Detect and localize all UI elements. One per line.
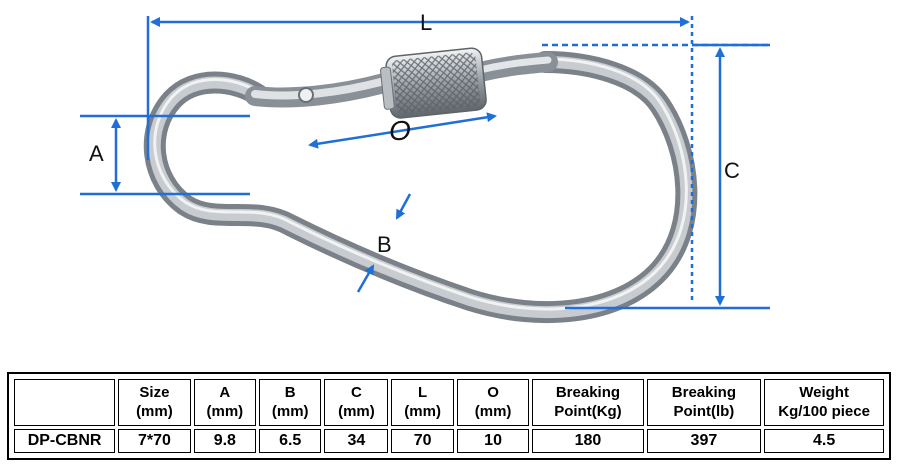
label-b: B xyxy=(377,232,392,257)
cell-a: 9.8 xyxy=(193,428,257,453)
cell-c: 34 xyxy=(324,428,389,453)
cell-model: DP-CBNR xyxy=(14,428,116,453)
screw-lock-sleeve xyxy=(380,47,487,119)
cell-o: 10 xyxy=(456,428,530,453)
cell-breaking-kg: 180 xyxy=(532,428,644,453)
label-c: C xyxy=(724,158,740,183)
cell-size: 7*70 xyxy=(118,428,191,453)
header-cell-l: L(mm) xyxy=(391,379,454,426)
cell-weight: 4.5 xyxy=(764,428,884,453)
table-row: DP-CBNR 7*70 9.8 6.5 34 70 10 180 397 4.… xyxy=(14,428,884,453)
label-l: L xyxy=(420,10,432,35)
header-cell-c: C(mm) xyxy=(324,379,389,426)
header-cell-a: A(mm) xyxy=(193,379,257,426)
table-header-row: Size(mm) A(mm) B(mm) C(mm) L(mm) O(mm) B… xyxy=(14,379,884,426)
header-cell-b: B(mm) xyxy=(259,379,322,426)
carabiner-diagram: L A C O B xyxy=(80,10,770,323)
cell-breaking-lb: 397 xyxy=(646,428,762,453)
dimension-lines xyxy=(80,16,770,310)
spec-table-frame: Size(mm) A(mm) B(mm) C(mm) L(mm) O(mm) B… xyxy=(7,372,891,460)
cell-b: 6.5 xyxy=(259,428,322,453)
label-o: O xyxy=(389,115,411,146)
dim-b-arrow-upper xyxy=(395,193,412,220)
cell-l: 70 xyxy=(391,428,454,453)
header-cell-empty xyxy=(14,379,116,426)
spec-table: Size(mm) A(mm) B(mm) C(mm) L(mm) O(mm) B… xyxy=(11,376,887,456)
dim-b-arrow-lower xyxy=(356,264,375,293)
header-cell-size: Size(mm) xyxy=(118,379,191,426)
gate-pin xyxy=(298,87,314,103)
dim-o-arrow xyxy=(308,112,497,149)
carabiner-image xyxy=(143,47,698,323)
header-cell-o: O(mm) xyxy=(456,379,530,426)
label-a: A xyxy=(89,141,104,166)
